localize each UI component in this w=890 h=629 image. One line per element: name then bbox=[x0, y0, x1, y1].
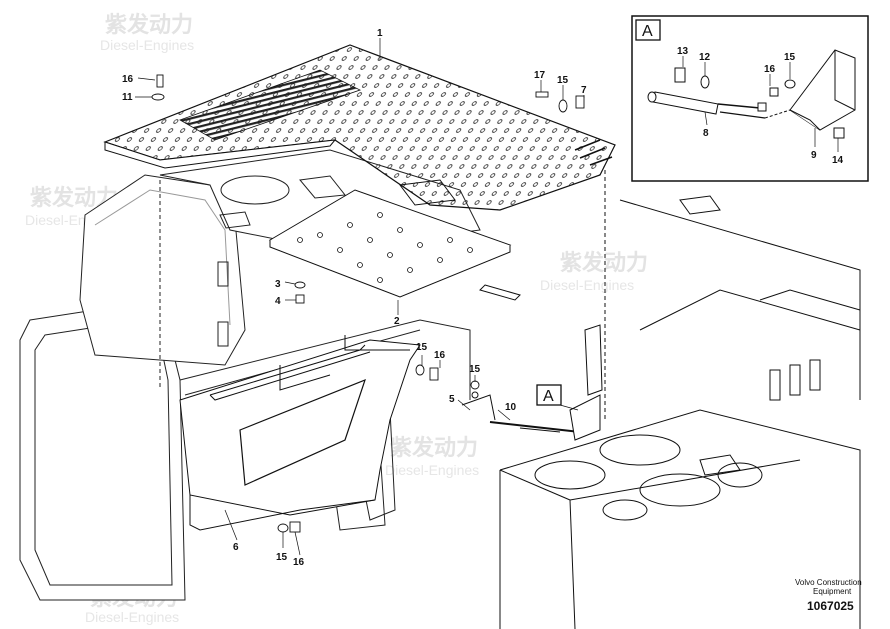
inset-marker-label: A bbox=[642, 23, 653, 40]
gas-strut-assembly bbox=[461, 391, 601, 441]
inset-callout-16: 16 bbox=[764, 64, 776, 75]
callout-2: 2 bbox=[394, 316, 400, 327]
callout-15: 15 bbox=[416, 342, 428, 353]
watermark-layer: 紫发动力 Diesel-Engines 紫发动力 Diesel-Engines … bbox=[25, 12, 648, 625]
detail-marker: A bbox=[536, 384, 562, 406]
callout-17: 17 bbox=[534, 70, 546, 81]
watermark-en: Diesel-Engines bbox=[100, 37, 194, 53]
watermark-en: Diesel-Engines bbox=[385, 462, 479, 478]
top-cover-panel bbox=[103, 44, 616, 211]
detail-marker-label: A bbox=[543, 388, 554, 405]
inset-callout-13: 13 bbox=[677, 46, 689, 57]
inset-callout-14: 14 bbox=[832, 155, 844, 166]
callout-3: 3 bbox=[275, 279, 281, 290]
watermark-right: 紫发动力 Diesel-Engines bbox=[540, 250, 648, 293]
callout-4: 4 bbox=[275, 296, 281, 307]
watermark-en: Diesel-Engines bbox=[540, 277, 634, 293]
watermark-cn: 紫发动力 bbox=[560, 250, 648, 275]
inset-callout-15: 15 bbox=[784, 52, 796, 63]
watermark-center: 紫发动力 Diesel-Engines bbox=[385, 435, 479, 478]
caption-company: Volvo Construction bbox=[795, 578, 862, 587]
callout-5: 5 bbox=[449, 394, 455, 405]
cover-plate bbox=[268, 189, 512, 298]
callout-15: 15 bbox=[469, 364, 481, 375]
callout-16: 16 bbox=[122, 74, 134, 85]
engine-compartment bbox=[479, 170, 861, 629]
watermark-en: Diesel-Engines bbox=[85, 609, 179, 625]
callout-7: 7 bbox=[581, 85, 587, 96]
watermark-cn: 紫发动力 bbox=[390, 435, 478, 460]
inset-callout-8: 8 bbox=[703, 128, 709, 139]
inset-detail-a: A 13 12 15 16 8 bbox=[631, 15, 869, 182]
document-number: 1067025 bbox=[807, 599, 854, 613]
caption-division: Equipment bbox=[813, 587, 852, 596]
callout-16: 16 bbox=[293, 557, 305, 568]
callout-labels: 1 16 11 17 15 7 3 4 2 15 16 15 5 10 6 15… bbox=[122, 28, 587, 568]
watermark-cn: 紫发动力 bbox=[105, 12, 193, 37]
callout-11: 11 bbox=[122, 92, 133, 103]
inset-callout-9: 9 bbox=[811, 150, 817, 161]
side-compartment bbox=[179, 335, 421, 531]
callout-10: 10 bbox=[505, 402, 517, 413]
caption-block: Volvo Construction Equipment 1067025 bbox=[795, 578, 862, 613]
callout-15: 15 bbox=[276, 552, 288, 563]
inset-callout-12: 12 bbox=[699, 52, 711, 63]
leader-lines bbox=[135, 38, 585, 556]
callout-1: 1 bbox=[377, 28, 383, 39]
callout-16: 16 bbox=[434, 350, 446, 361]
watermark-top: 紫发动力 Diesel-Engines bbox=[100, 12, 194, 53]
callout-6: 6 bbox=[233, 542, 239, 553]
callout-15: 15 bbox=[557, 75, 569, 86]
